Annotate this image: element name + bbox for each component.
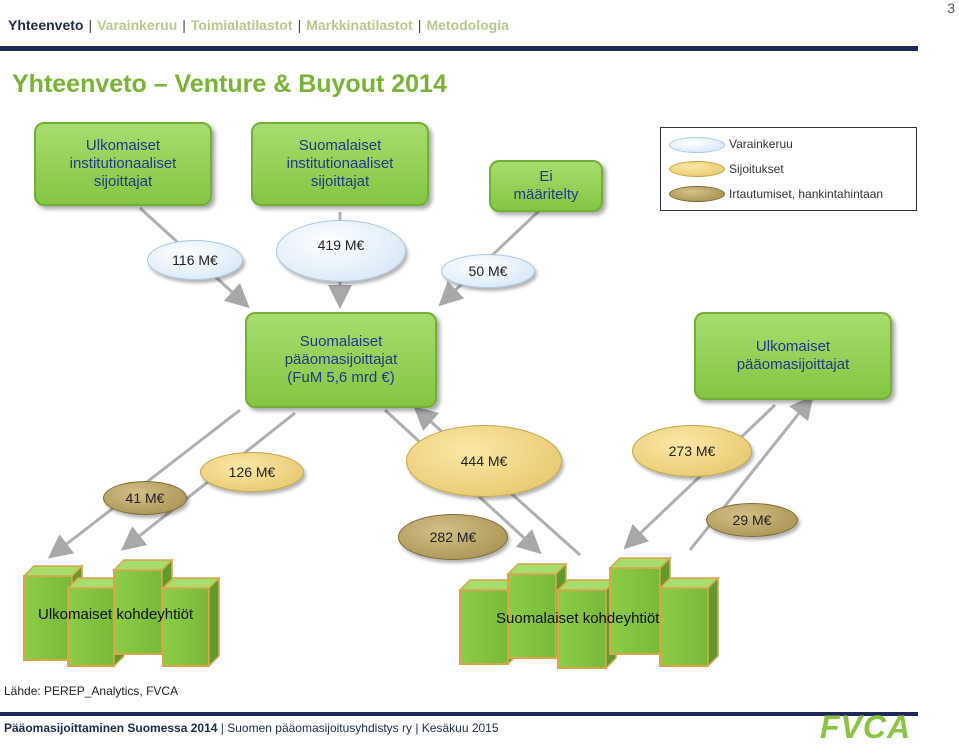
legend-swatch-exits xyxy=(669,186,725,202)
nav-item-yhteenveto[interactable]: Yhteenveto xyxy=(8,17,84,33)
target-company-buildings xyxy=(22,556,720,670)
flow-value: 444 M€ xyxy=(460,453,508,469)
flow-investment-273: 273 M€ xyxy=(632,425,752,477)
nav-separator: | xyxy=(297,17,302,33)
box-foreign-pe: Ulkomaiset pääomasijoittajat xyxy=(694,312,892,400)
legend-label-investments: Sijoitukset xyxy=(729,162,784,176)
legend-label-exits: Irtautumiset, hankintahintaan xyxy=(729,187,884,201)
footer-date: Kesäkuu 2015 xyxy=(421,721,499,735)
flow-exit-282: 282 M€ xyxy=(398,514,508,560)
building-block xyxy=(161,576,221,668)
target-label-foreign: Ulkomaiset kohdeyhtiöt xyxy=(38,606,194,623)
legend-swatch-investments xyxy=(669,161,725,177)
flow-exit-29: 29 M€ xyxy=(706,503,798,537)
legend-swatch-fundraising xyxy=(669,137,725,153)
footer-separator: | xyxy=(415,721,422,735)
nav-separator: | xyxy=(88,17,93,33)
flow-investment-126: 126 M€ xyxy=(200,452,304,492)
box-label: Suomalaiset pääomasijoittajat (FuM 5,6 m… xyxy=(284,333,398,386)
flow-value: 116 M€ xyxy=(172,252,218,268)
footer-org: Suomen pääomasijoitusyhdistys ry xyxy=(227,721,412,735)
building-block xyxy=(658,576,720,668)
flow-value: 419 M€ xyxy=(317,237,365,253)
nav-separator: | xyxy=(182,17,186,33)
source-note: Lähde: PEREP_Analytics, FVCA xyxy=(4,684,179,698)
nav-item-markkinatilastot[interactable]: Markkinatilastot xyxy=(306,17,413,33)
box-label: Suomalaiset institutionaaliset sijoittaj… xyxy=(286,137,394,190)
flow-fundraising-50: 50 M€ xyxy=(441,254,535,288)
flow-exit-41: 41 M€ xyxy=(103,481,187,515)
top-nav: Yhteenveto|Varainkeruu|Toimialatilastot|… xyxy=(8,17,509,33)
nav-separator: | xyxy=(417,17,422,33)
flow-value: 41 M€ xyxy=(125,490,165,506)
flow-fundraising-116: 116 M€ xyxy=(147,240,243,280)
box-label: Ei määritelty xyxy=(513,168,579,203)
box-domestic-institutional: Suomalaiset institutionaaliset sijoittaj… xyxy=(251,122,429,206)
nav-item-varainkeruu[interactable]: Varainkeruu xyxy=(97,17,178,33)
nav-item-toimialatilastot[interactable]: Toimialatilastot xyxy=(190,17,293,33)
fvca-logo: FVCA xyxy=(820,709,912,745)
flow-value: 273 M€ xyxy=(668,443,716,459)
header-divider xyxy=(0,46,918,51)
target-label-domestic: Suomalaiset kohdeyhtiöt xyxy=(496,610,660,627)
box-undefined: Ei määritelty xyxy=(489,160,603,212)
page-number: 3 xyxy=(947,0,955,16)
legend: Varainkeruu Sijoitukset Irtautumiset, ha… xyxy=(660,127,917,211)
box-label: Ulkomaiset pääomasijoittajat xyxy=(736,338,850,373)
box-domestic-pe: Suomalaiset pääomasijoittajat (FuM 5,6 m… xyxy=(245,312,437,408)
footer-title: Pääomasijoittaminen Suomessa 2014 xyxy=(4,721,218,735)
flow-investment-444: 444 M€ xyxy=(406,425,562,497)
legend-label-fundraising: Varainkeruu xyxy=(729,137,793,151)
nav-item-metodologia[interactable]: Metodologia xyxy=(426,17,509,33)
flow-fundraising-419: 419 M€ xyxy=(276,220,406,282)
flow-value: 282 M€ xyxy=(429,529,477,545)
flow-value: 126 M€ xyxy=(228,464,276,480)
flow-value: 50 M€ xyxy=(468,263,508,279)
box-foreign-institutional: Ulkomaiset institutionaaliset sijoittaja… xyxy=(34,122,212,206)
footer-separator: | xyxy=(220,721,228,735)
flow-value: 29 M€ xyxy=(732,512,772,528)
box-label: Ulkomaiset institutionaaliset sijoittaja… xyxy=(69,137,177,190)
footer: Pääomasijoittaminen Suomessa 2014 | Suom… xyxy=(4,721,499,735)
page-title: Yhteenveto – Venture & Buyout 2014 xyxy=(12,70,447,98)
footer-divider xyxy=(0,712,918,716)
